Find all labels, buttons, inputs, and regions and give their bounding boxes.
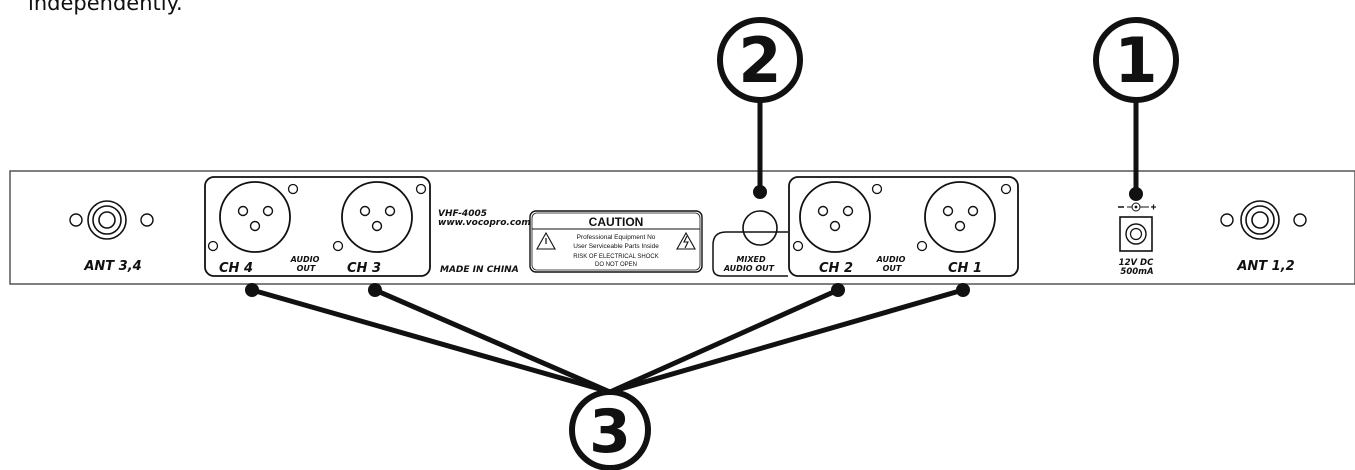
callout-2: 2 [717, 17, 803, 199]
mixed-label-b: AUDIO OUT [723, 264, 775, 273]
xlr-group-right [788, 176, 1019, 277]
audio-out-label-left-b: OUT [297, 264, 316, 273]
callout-3: 3 [245, 283, 970, 470]
dc-label-b: 500mA [1120, 267, 1153, 277]
ch3-label: CH 3 [347, 261, 381, 276]
callout-2-number: 2 [738, 24, 781, 97]
xlr-connector-ch3 [332, 181, 413, 253]
caution-line-1: Professional Equipment No [577, 234, 656, 241]
audio-out-label-left-a: AUDIO [290, 255, 320, 264]
callout-1-number: 1 [1114, 24, 1157, 97]
website-label: www.vocopro.com [438, 218, 531, 228]
antenna-connector-right [1220, 200, 1307, 240]
xlr-connector-ch2 [799, 181, 883, 253]
xlr-group-left [204, 176, 431, 277]
mixed-label-a: MIXED [736, 255, 766, 264]
lightning-icon-right [676, 231, 696, 250]
caution-line-3: RISK OF ELECTRICAL SHOCK [573, 254, 658, 260]
mixed-audio-out-jack [712, 210, 788, 277]
dc-power-jack [1118, 202, 1156, 252]
audio-out-label-right-b: OUT [883, 264, 902, 273]
model-label: VHF-4005 [438, 209, 487, 219]
ant-left-label: ANT 3,4 [83, 259, 141, 274]
ch4-label: CH 4 [219, 261, 253, 276]
xlr-connector-ch1 [916, 181, 996, 253]
caution-line-2: User Serviceable Parts Inside [573, 243, 659, 250]
xlr-connector-ch4 [219, 181, 299, 253]
ch1-label: CH 1 [948, 261, 982, 276]
ant-right-label: ANT 1,2 [1236, 259, 1294, 274]
audio-out-label-right-a: AUDIO [876, 255, 906, 264]
intro-text: independently. [28, 0, 183, 15]
ch2-label: CH 2 [819, 261, 853, 276]
callout-1: 1 [1093, 17, 1179, 201]
made-in-label: MADE IN CHINA [440, 265, 519, 275]
warning-icon-left [536, 231, 556, 250]
caution-title: CAUTION [589, 215, 644, 229]
caution-line-4: DO NOT OPEN [595, 262, 637, 268]
dc-label-a: 12V DC [1119, 258, 1154, 268]
callout-3-number: 3 [589, 397, 631, 467]
antenna-connector-left [69, 200, 154, 240]
caution-label [529, 210, 703, 273]
